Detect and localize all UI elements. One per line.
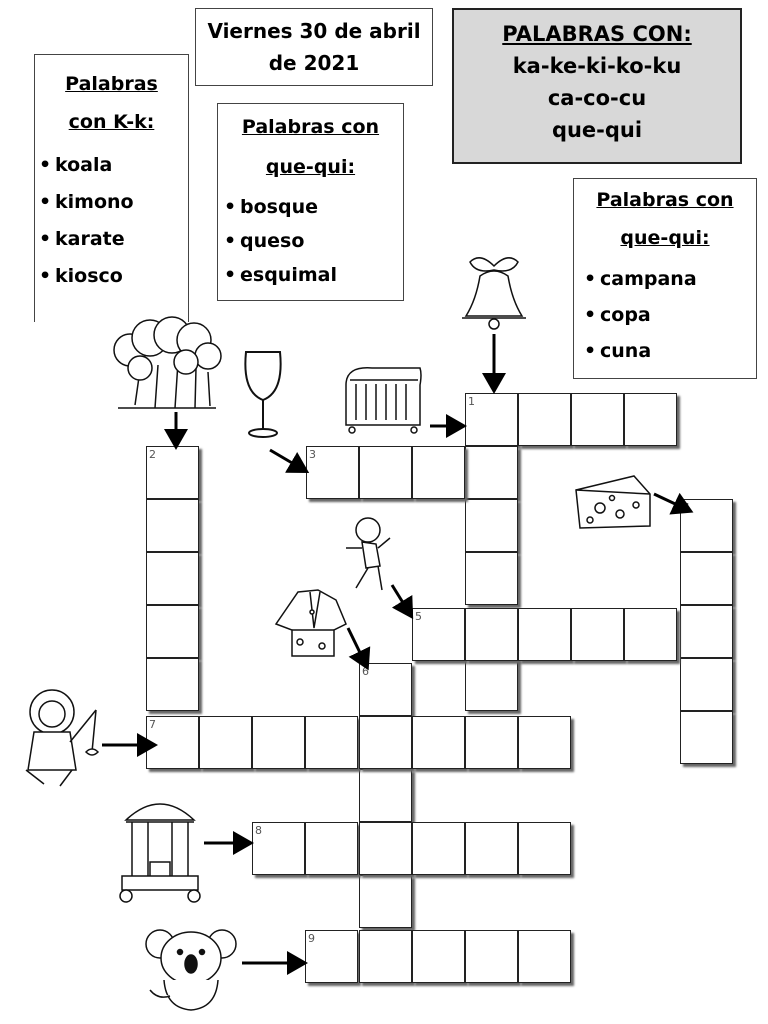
crossword-cell[interactable]: 1 bbox=[465, 393, 518, 446]
crossword-cell[interactable] bbox=[680, 711, 733, 764]
clue-number: 5 bbox=[415, 610, 422, 623]
word-list-que-qui: Palabras con que-qui: bosque queso esqui… bbox=[217, 103, 404, 301]
crossword-cell[interactable] bbox=[518, 822, 571, 875]
crossword-cell[interactable] bbox=[252, 716, 305, 769]
wine-glass-icon bbox=[244, 351, 282, 438]
crossword-cell[interactable] bbox=[359, 446, 412, 499]
title-line-3: que-qui bbox=[551, 118, 643, 142]
crossword-cell[interactable] bbox=[412, 822, 465, 875]
clue-number: 1 bbox=[468, 395, 475, 408]
karate-kid-icon bbox=[346, 517, 391, 591]
crossword-cell[interactable] bbox=[412, 716, 465, 769]
arrow-5 bbox=[390, 584, 414, 620]
crossword-cell[interactable] bbox=[359, 822, 412, 875]
crossword-cell[interactable] bbox=[518, 716, 571, 769]
clue-number: 3 bbox=[309, 448, 316, 461]
list-item: bosque bbox=[220, 190, 403, 224]
crossword-cell[interactable] bbox=[571, 608, 624, 661]
crossword-cell[interactable] bbox=[465, 930, 518, 983]
list-cc-heading-2: que-qui: bbox=[620, 227, 710, 249]
title-box: PALABRAS CON: ka-ke-ki-ko-ku ca-co-cu qu… bbox=[452, 8, 742, 164]
crossword-cell[interactable] bbox=[680, 552, 733, 605]
crossword-cell[interactable] bbox=[305, 822, 358, 875]
crossword-cell[interactable] bbox=[680, 605, 733, 658]
list-k-heading-1: Palabras bbox=[65, 73, 158, 95]
crossword-cell[interactable] bbox=[465, 499, 518, 552]
clue-number: 6 bbox=[362, 665, 369, 678]
crossword-cell[interactable] bbox=[465, 822, 518, 875]
list-item: esquimal bbox=[220, 258, 403, 292]
date-line-2: de 2021 bbox=[268, 51, 360, 75]
date-box: Viernes 30 de abril de 2021 bbox=[195, 8, 433, 86]
crossword-cell[interactable] bbox=[624, 608, 677, 661]
list-item: copa bbox=[580, 297, 756, 333]
title-line-1: ka-ke-ki-ko-ku bbox=[512, 54, 682, 78]
crossword-cell[interactable]: 2 bbox=[146, 446, 199, 499]
crossword-cell[interactable]: 5 bbox=[412, 608, 465, 661]
list-qq-heading-2: que-qui: bbox=[265, 156, 356, 178]
crossword-cell[interactable]: 9 bbox=[305, 930, 358, 983]
crossword-cell[interactable] bbox=[305, 716, 358, 769]
crib-icon bbox=[345, 367, 422, 434]
date-line-1: Viernes 30 de abril bbox=[207, 19, 421, 43]
arrow-4 bbox=[653, 492, 694, 515]
crossword-cell[interactable] bbox=[465, 608, 518, 661]
title-heading: PALABRAS CON: bbox=[502, 22, 692, 46]
crossword-cell[interactable] bbox=[359, 769, 412, 822]
crossword-cell[interactable] bbox=[465, 552, 518, 605]
word-list-ca-co-cu: Palabras con que-qui: campana copa cuna bbox=[573, 178, 757, 379]
crossword-cell[interactable] bbox=[624, 393, 677, 446]
clue-number: 8 bbox=[255, 824, 262, 837]
list-item: campana bbox=[580, 261, 756, 297]
bell-icon bbox=[462, 257, 526, 330]
crossword-cell[interactable] bbox=[518, 393, 571, 446]
cheese-icon bbox=[575, 475, 651, 529]
word-list-k: Palabras con K-k: koala kimono karate ki… bbox=[34, 54, 189, 322]
crossword-cell[interactable]: 3 bbox=[306, 446, 359, 499]
clue-number: 9 bbox=[308, 932, 315, 945]
forest-icon bbox=[113, 316, 222, 409]
list-item: cuna bbox=[580, 333, 756, 369]
crossword-cell[interactable] bbox=[146, 499, 199, 552]
crossword-cell[interactable] bbox=[465, 658, 518, 711]
list-cc-heading-1: Palabras con bbox=[596, 189, 734, 211]
arrows bbox=[102, 334, 694, 975]
crossword-cell[interactable] bbox=[571, 393, 624, 446]
crossword-cell[interactable] bbox=[359, 930, 412, 983]
list-k-heading-2: con K-k: bbox=[68, 111, 155, 133]
list-item: karate bbox=[35, 221, 188, 258]
clue-number: 7 bbox=[149, 718, 156, 731]
crossword-cell[interactable] bbox=[146, 658, 199, 711]
arrow-6 bbox=[346, 627, 371, 671]
arrow-3 bbox=[269, 448, 310, 474]
crossword-cell[interactable] bbox=[359, 716, 412, 769]
list-qq-heading-1: Palabras con bbox=[241, 116, 380, 138]
kimono-icon bbox=[274, 589, 347, 657]
crossword-cell[interactable] bbox=[146, 552, 199, 605]
list-item: koala bbox=[35, 147, 188, 184]
crossword-cell[interactable] bbox=[146, 605, 199, 658]
crossword-cell[interactable] bbox=[465, 716, 518, 769]
clue-number: 2 bbox=[149, 448, 156, 461]
crossword-cell[interactable] bbox=[359, 875, 412, 928]
title-line-2: ca-co-cu bbox=[547, 86, 647, 110]
crossword-cell[interactable] bbox=[680, 658, 733, 711]
list-item: queso bbox=[220, 224, 403, 258]
crossword-cell[interactable]: 8 bbox=[252, 822, 305, 875]
crossword-cell[interactable] bbox=[412, 446, 465, 499]
crossword-cell[interactable]: 6 bbox=[359, 663, 412, 716]
crossword-cell[interactable] bbox=[518, 608, 571, 661]
kiosk-icon bbox=[119, 803, 201, 903]
crossword-cell[interactable] bbox=[518, 930, 571, 983]
list-item: kiosco bbox=[35, 258, 188, 295]
eskimo-icon bbox=[25, 689, 100, 787]
crossword-cell[interactable] bbox=[412, 930, 465, 983]
koala-icon bbox=[145, 929, 237, 1011]
crossword-cell[interactable] bbox=[199, 716, 252, 769]
crossword-cell[interactable] bbox=[465, 446, 518, 499]
list-item: kimono bbox=[35, 184, 188, 221]
